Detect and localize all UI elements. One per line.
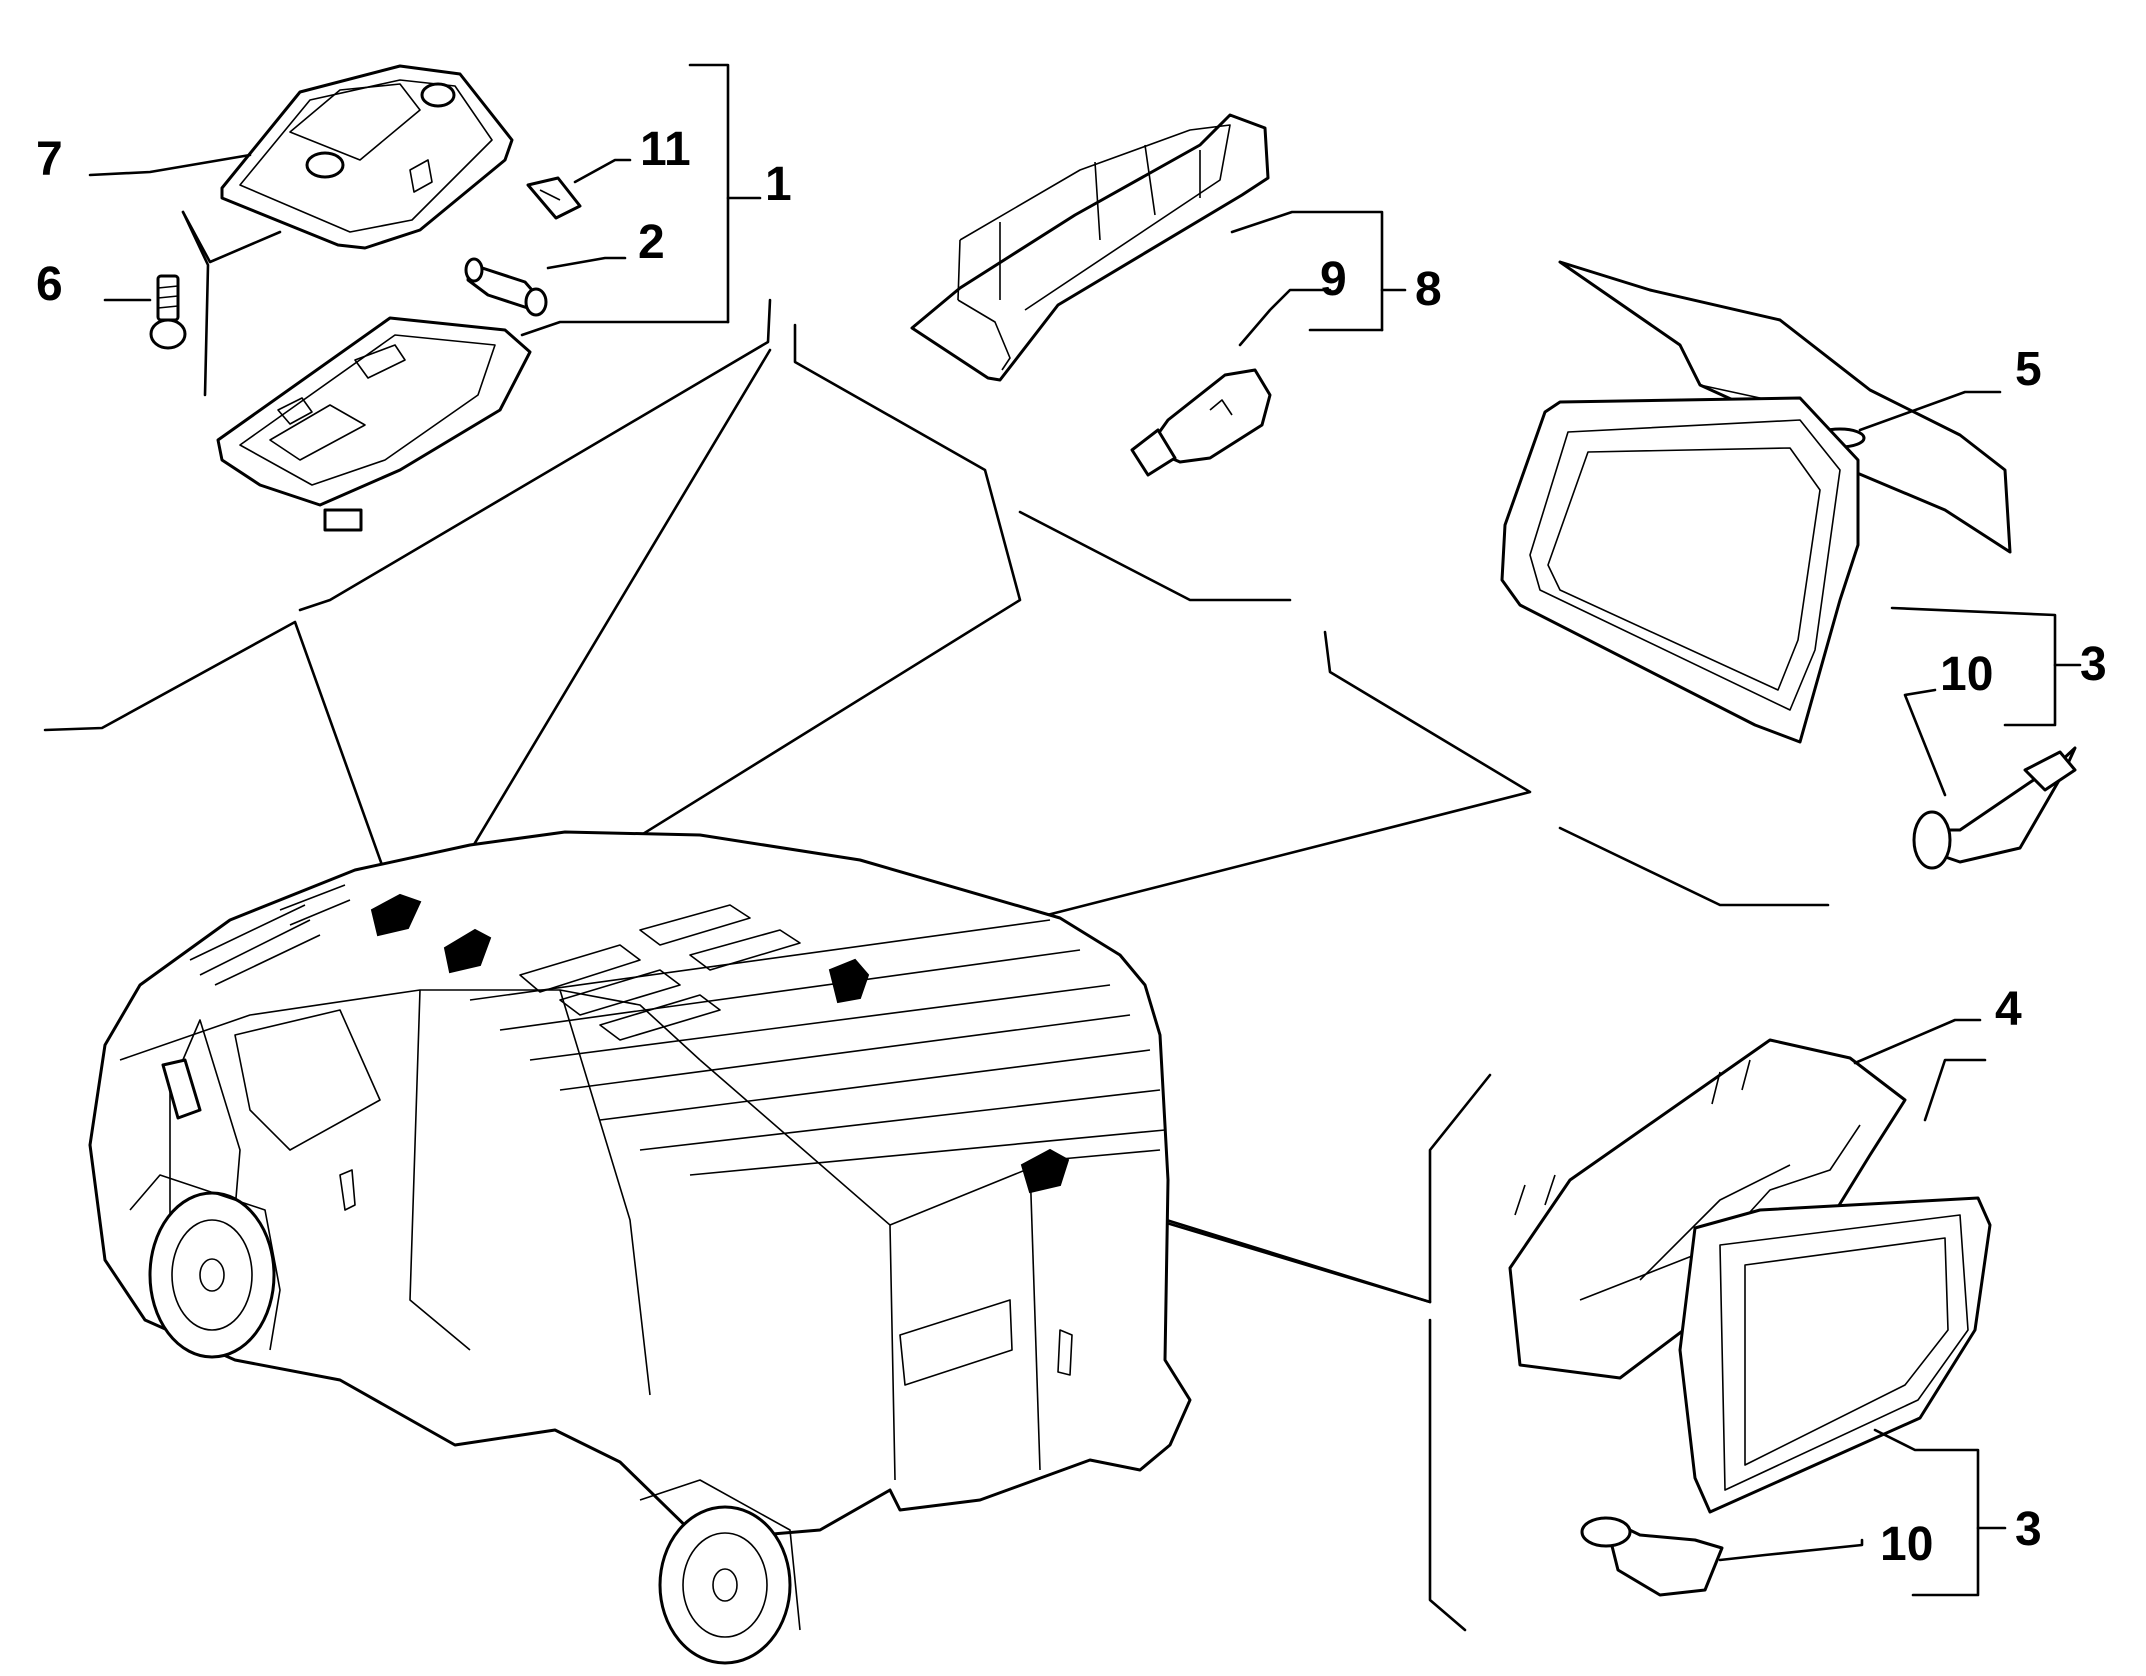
lamp-location-markers — [370, 893, 1070, 1194]
callout-10-upper: 10 — [1940, 648, 1993, 701]
callout-7: 7 — [36, 133, 63, 186]
callout-11: 11 — [640, 123, 691, 176]
side-lamp-group-upper — [1500, 260, 2082, 870]
callout-3-upper: 3 — [2080, 638, 2107, 691]
bulb-festoon — [464, 257, 548, 317]
side-lamp-lens-lower — [1678, 1196, 1992, 1514]
marker-side-lamp-upper — [828, 958, 870, 1004]
callout-9: 9 — [1320, 253, 1347, 306]
screw — [149, 274, 187, 350]
callout-2: 2 — [638, 216, 665, 269]
bulb-small-wedge — [526, 176, 582, 220]
cargo-lamp-housing — [910, 113, 1270, 382]
callout-6: 6 — [36, 258, 63, 311]
lamp-housing-cover — [220, 64, 514, 250]
van-illustration — [88, 830, 1192, 1665]
bulb-side-upper — [1912, 746, 2077, 870]
marker-front-dome-lamp — [370, 893, 422, 937]
callout-5: 5 — [2015, 343, 2042, 396]
callout-10-lower: 10 — [1880, 1518, 1933, 1571]
cargo-lamp-group — [910, 113, 1407, 477]
bulb-side-lower — [1580, 1516, 1724, 1597]
bulb-cargo — [1130, 368, 1272, 477]
lamp-base-tray — [216, 316, 532, 532]
marker-cargo-lamp — [443, 928, 492, 974]
side-lamp-group-lower — [1508, 1018, 2007, 1597]
side-lamp-lens-upper — [1500, 396, 1860, 744]
callout-labels: 1 2 3 3 4 5 6 7 8 9 10 10 11 — [36, 123, 2107, 1571]
front-dome-lamp-group — [88, 63, 762, 532]
callout-8: 8 — [1415, 263, 1442, 316]
callout-1: 1 — [765, 158, 792, 211]
callout-3-lower: 3 — [2015, 1503, 2042, 1556]
callout-4: 4 — [1995, 983, 2022, 1036]
marker-side-lamp-lower — [1020, 1148, 1070, 1194]
